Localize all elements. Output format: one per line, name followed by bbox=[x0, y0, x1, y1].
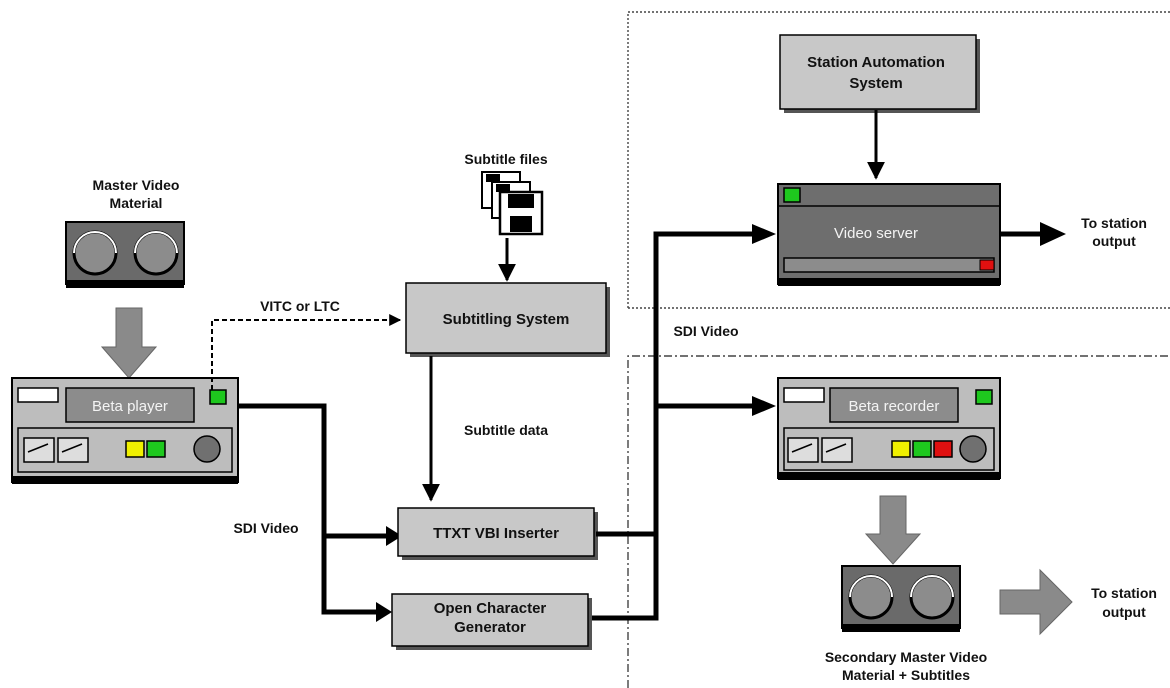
station-automation-label-2: System bbox=[849, 75, 902, 92]
sdi-video-label-left: SDI Video bbox=[233, 520, 298, 536]
arrowhead-to-ttxt bbox=[386, 526, 402, 546]
vitc-ltc-dashed-arrow bbox=[211, 314, 402, 390]
floppy-disk-icon bbox=[481, 171, 544, 236]
recording-region-outline bbox=[627, 355, 1170, 688]
beta-player-label: Beta player bbox=[92, 398, 168, 415]
arrowhead-to-video-server bbox=[752, 224, 776, 244]
ocg-label-1: Open Character bbox=[434, 600, 547, 617]
to-station-output-1b: output bbox=[1092, 233, 1136, 249]
ocg-label-2: Generator bbox=[454, 619, 526, 636]
sdi-video-lines-right bbox=[592, 231, 760, 621]
beta-recorder-label: Beta recorder bbox=[849, 398, 940, 415]
secondary-master-tape-icon bbox=[841, 565, 961, 632]
arrowhead-to-beta-recorder bbox=[752, 396, 776, 416]
secondary-master-label-1: Secondary Master Video bbox=[825, 649, 987, 665]
grey-arrow-down-2 bbox=[864, 495, 922, 565]
subtitling-system-label: Subtitling System bbox=[443, 311, 570, 328]
beta-player-device[interactable] bbox=[11, 377, 239, 484]
ttxt-vbi-inserter-label: TTXT VBI Inserter bbox=[433, 525, 559, 542]
to-station-output-1a: To station bbox=[1081, 215, 1147, 231]
subtitle-data-label: Subtitle data bbox=[464, 422, 548, 438]
station-automation-box[interactable] bbox=[779, 34, 980, 113]
grey-arrow-down-1 bbox=[100, 307, 158, 379]
master-video-tape-icon bbox=[65, 221, 185, 288]
vitc-ltc-label: VITC or LTC bbox=[260, 298, 340, 314]
ttxt-vbi-inserter-box[interactable] bbox=[397, 507, 598, 560]
arrowhead-to-ocg bbox=[376, 602, 392, 622]
to-station-output-2b: output bbox=[1102, 604, 1146, 620]
video-server-label: Video server bbox=[834, 225, 918, 242]
master-video-label-1: Master Video bbox=[93, 177, 180, 193]
sdi-video-label-mid: SDI Video bbox=[673, 323, 738, 339]
master-video-label-2: Material bbox=[110, 195, 163, 211]
subtitle-files-label: Subtitle files bbox=[464, 151, 547, 167]
station-automation-label-1: Station Automation bbox=[807, 54, 945, 71]
beta-recorder-device[interactable] bbox=[777, 377, 1001, 480]
to-station-output-2a: To station bbox=[1091, 585, 1157, 601]
secondary-master-label-2: Material + Subtitles bbox=[842, 667, 970, 683]
open-character-generator-box[interactable] bbox=[391, 593, 592, 650]
station-region-outline bbox=[627, 11, 1170, 309]
grey-arrow-right bbox=[999, 568, 1073, 636]
subtitling-system-box[interactable] bbox=[405, 282, 610, 357]
arrowhead-server-output bbox=[1040, 222, 1066, 246]
sdi-video-lines-left bbox=[238, 403, 388, 615]
